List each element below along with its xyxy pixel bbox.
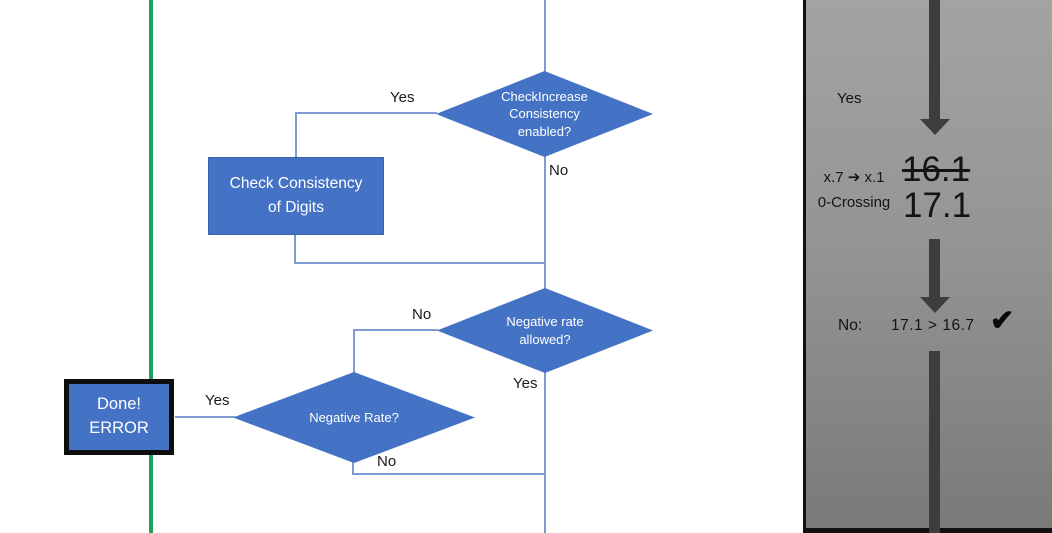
connector-line xyxy=(295,112,297,158)
down-arrow-shaft xyxy=(929,351,940,533)
panel-no-label: No: xyxy=(838,317,863,334)
branch-label-yes: Yes xyxy=(390,89,415,106)
branch-label-yes: Yes xyxy=(205,392,230,409)
decision-label: Negative Rate? xyxy=(309,409,399,425)
connector-line xyxy=(353,329,355,373)
process-check-consistency-of-digits: Check Consistency of Digits xyxy=(208,157,384,235)
connector-line xyxy=(352,473,545,475)
panel-new-value: 17.1 xyxy=(903,186,972,225)
connector-line xyxy=(294,262,545,264)
down-arrow-head-icon xyxy=(920,119,950,135)
branch-label-no: No xyxy=(549,162,569,179)
branch-label-yes: Yes xyxy=(513,375,538,392)
branch-label-no: No xyxy=(412,306,432,323)
terminal-done-error: Done! ERROR xyxy=(64,379,174,455)
branch-label-no: No xyxy=(377,453,397,470)
decision-label: Negative rate allowed? xyxy=(506,313,584,347)
decision-negative-rate-allowed: Negative rate allowed? xyxy=(437,288,653,373)
connector-line xyxy=(353,329,438,331)
panel-yes-label: Yes xyxy=(837,90,862,107)
green-divider-line xyxy=(149,0,153,533)
side-panel: Yes x.7 ➔ x.1 0-Crossing 16.1 17.1 No: 1… xyxy=(803,0,1052,533)
down-arrow-shaft xyxy=(929,239,940,297)
checkmark-icon: ✔ xyxy=(990,305,1015,337)
down-arrow-head-icon xyxy=(920,297,950,313)
panel-comparison: 17.1 > 16.7 xyxy=(891,317,975,334)
connector-line-vertical-main xyxy=(544,0,546,533)
panel-old-value-strikethrough: 16.1 xyxy=(902,150,971,189)
down-arrow-shaft xyxy=(929,0,940,119)
terminal-label: Done! ERROR xyxy=(89,395,149,437)
decision-negative-rate: Negative Rate? xyxy=(233,372,475,463)
connector-line xyxy=(352,461,354,475)
connector-line xyxy=(295,112,437,114)
decision-label: CheckIncrease Consistency enabled? xyxy=(501,88,588,139)
connector-line xyxy=(175,416,235,418)
connector-line xyxy=(294,234,296,264)
decision-check-increase-consistency: CheckIncrease Consistency enabled? xyxy=(436,71,653,157)
process-label: Check Consistency of Digits xyxy=(229,174,363,216)
panel-rule-text: x.7 ➔ x.1 0-Crossing xyxy=(817,169,891,211)
